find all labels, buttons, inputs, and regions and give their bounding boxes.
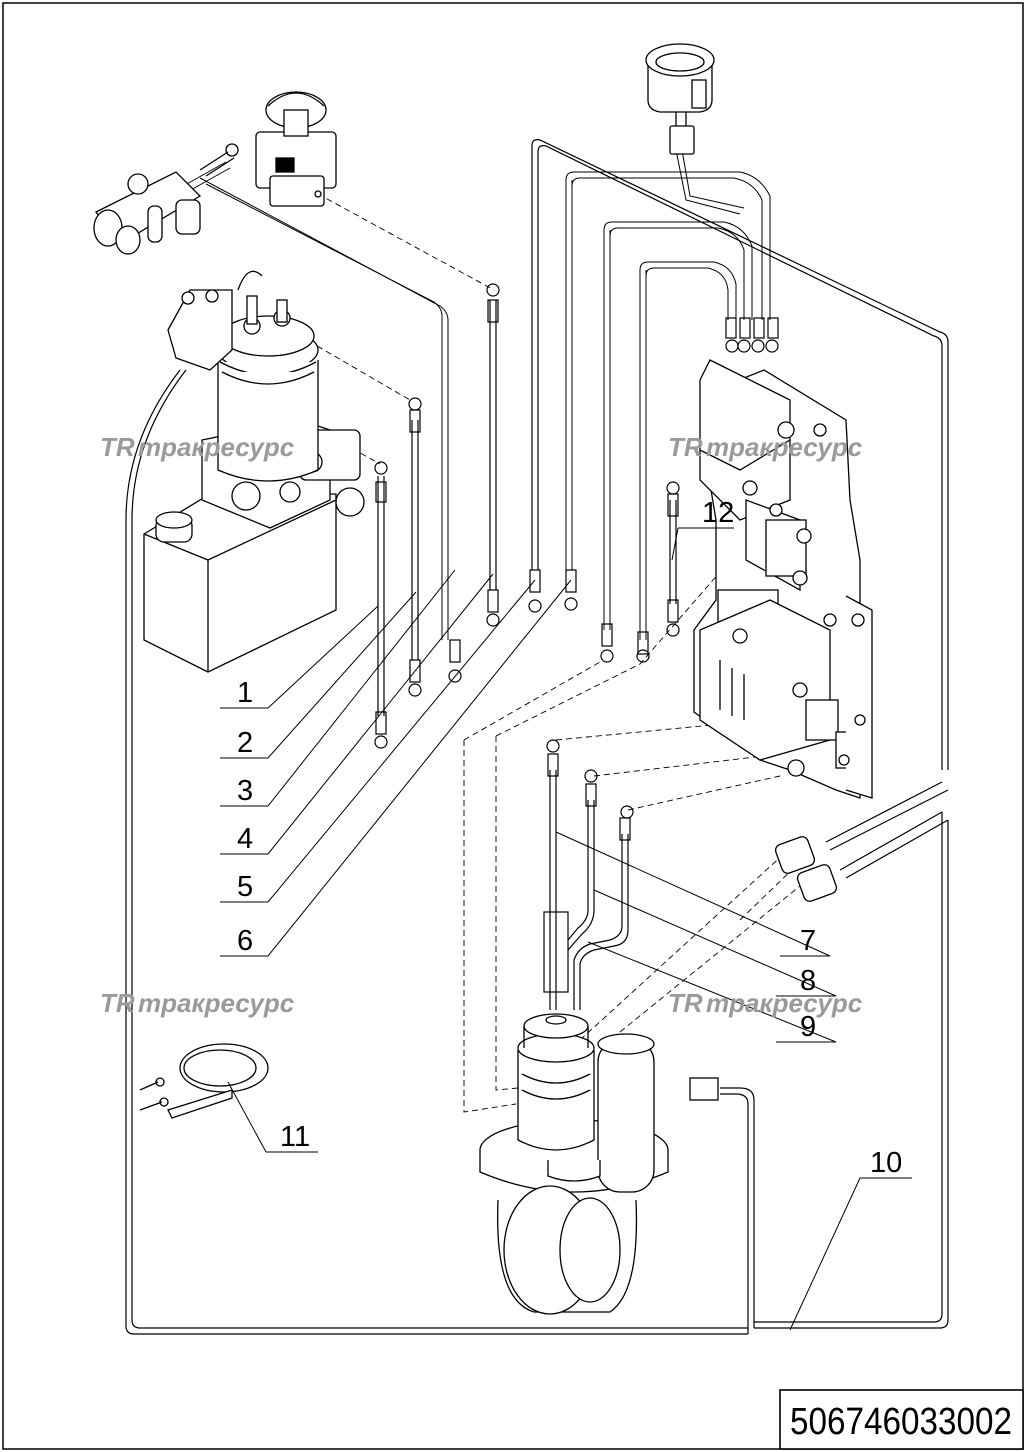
watermark-logo: TR тракресурс: [668, 432, 863, 462]
watermarks: TR тракресурс TR тракресурс TR тракресур…: [100, 432, 863, 1018]
watermark-logo: TR тракресурс: [100, 988, 295, 1018]
callout-12: 12: [702, 497, 734, 529]
watermark-logo: TR тракресурс: [100, 432, 295, 462]
controller: [693, 359, 873, 799]
svg-text:тракресурс: тракресурс: [138, 432, 295, 462]
callout-6: 6: [237, 925, 253, 957]
callout-9: 9: [800, 1011, 816, 1043]
svg-text:TR: TR: [100, 988, 135, 1018]
callout-2: 2: [237, 727, 253, 759]
part-number-box: 506746033002: [779, 1389, 1024, 1450]
drive-unit: [479, 1013, 719, 1315]
callout-labels: 1 2 3 4 5 6 7 8 9 10 11 12: [237, 497, 902, 1179]
callout-8: 8: [800, 965, 816, 997]
svg-text:тракресурс: тракресурс: [706, 988, 863, 1018]
fuse-holder: [93, 143, 239, 255]
callout-11: 11: [280, 1121, 310, 1153]
callout-7: 7: [800, 925, 816, 957]
harness-connectors: [774, 836, 838, 902]
dashed-links: [229, 193, 801, 1113]
pump-motor: [143, 270, 365, 673]
callout-5: 5: [237, 871, 253, 903]
horn: [139, 1043, 269, 1119]
callout-3: 3: [237, 775, 253, 807]
callout-4: 4: [237, 823, 253, 855]
key-switch: [255, 91, 337, 207]
svg-text:TR: TR: [668, 432, 703, 462]
watermark-logo: TR тракресурс: [668, 988, 863, 1018]
callout-1: 1: [237, 677, 253, 709]
svg-text:TR: TR: [668, 988, 703, 1018]
hour-meter: [645, 43, 715, 155]
svg-text:тракресурс: тракресурс: [706, 432, 863, 462]
main-harness: [125, 139, 949, 1335]
svg-text:тракресурс: тракресурс: [138, 988, 295, 1018]
callout-10: 10: [870, 1147, 902, 1179]
leader-lines: [220, 527, 912, 1331]
part-number: 506746033002: [790, 1401, 1012, 1443]
cables: [374, 283, 779, 1010]
svg-text:TR: TR: [100, 432, 135, 462]
